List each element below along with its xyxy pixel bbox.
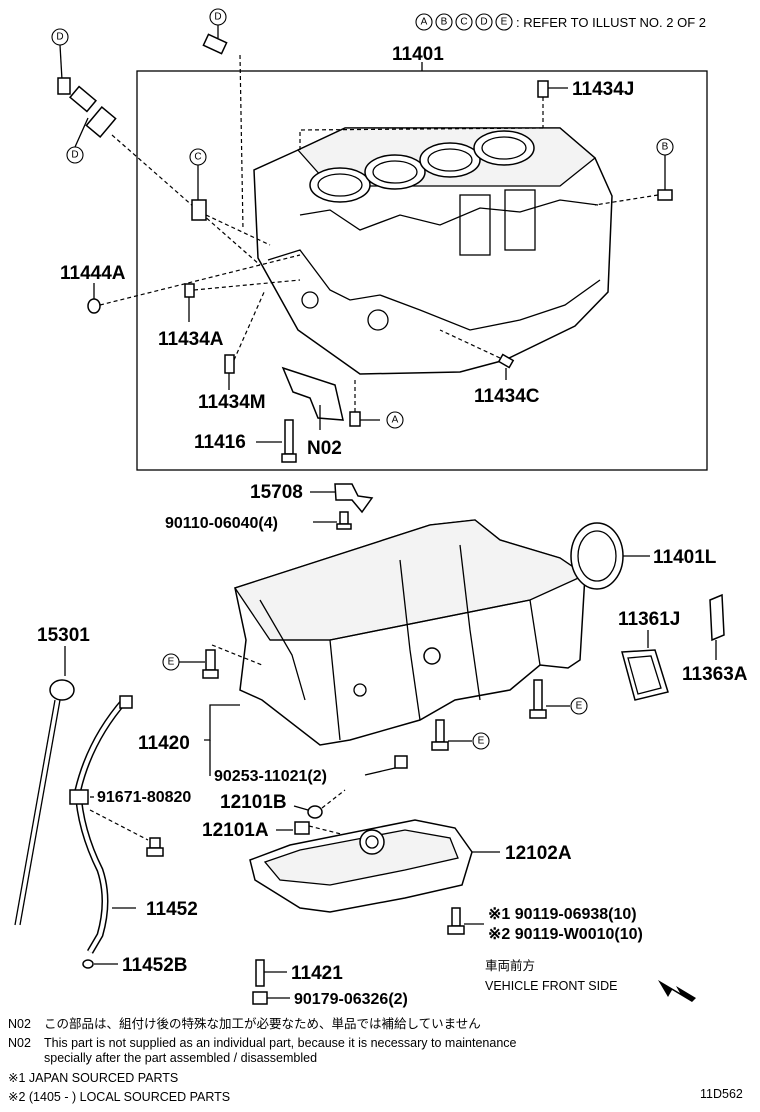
svg-text:この部品は、組付け後の特殊な加工が必要なため、単品では補給し: この部品は、組付け後の特殊な加工が必要なため、単品では補給していません <box>44 1016 481 1031</box>
svg-text:A: A <box>392 415 399 426</box>
pin-11434M: 11434M <box>198 289 266 413</box>
footnotes: N02 この部品は、組付け後の特殊な加工が必要なため、単品では補給していません … <box>8 1016 743 1104</box>
crankcase-11420 <box>233 519 587 746</box>
label-15301: 15301 <box>37 625 90 646</box>
cover-11361J: 11361J <box>618 609 680 701</box>
label-11434M: 11434M <box>198 392 266 413</box>
pin-b: B <box>594 138 674 206</box>
label-12101A: 12101A <box>202 820 269 841</box>
pin-11434J: 11434J <box>299 79 634 150</box>
plug-90253: 90253-11021(2) <box>214 755 408 785</box>
svg-text:D: D <box>214 12 221 23</box>
direction-en: VEHICLE FRONT SIDE <box>485 979 617 993</box>
label-11434A: 11434A <box>158 329 224 350</box>
sender-assy: D D <box>51 28 261 266</box>
label-11363A: 11363A <box>682 664 748 685</box>
drawing-id: 11D562 <box>700 1087 743 1101</box>
label-11444A: 11444A <box>60 263 126 284</box>
label-15708: 15708 <box>250 482 303 503</box>
refer-note-text: : REFER TO ILLUST NO. 2 OF 2 <box>516 15 706 30</box>
label-11401: 11401 <box>392 44 444 65</box>
svg-text:E: E <box>168 657 175 668</box>
pin-11434A: 11434A <box>158 279 301 350</box>
cylinder-block <box>253 127 613 375</box>
bolt-91671: 91671-80820 <box>89 789 191 857</box>
o-ring-11452B: 11452B <box>82 955 188 976</box>
front-arrow-icon <box>658 980 696 1002</box>
label-11434J: 11434J <box>572 79 634 100</box>
label-11361J: 11361J <box>618 609 680 630</box>
label-90119-a: ※1 90119-06938(10) <box>488 906 637 923</box>
gasket-11363A: 11363A <box>682 593 748 685</box>
svg-text:D: D <box>71 150 78 161</box>
svg-text:C: C <box>460 17 467 28</box>
svg-text:※2 (1405 - ) LOCAL SOURCE: ※2 (1405 - ) LOCAL SOURCED PARTS <box>8 1090 230 1104</box>
svg-text:※1 JAPAN SOURCED PARTS: ※1 JAPAN SOURCED PARTS <box>8 1071 178 1085</box>
svg-text:specially after the part assem: specially after the part assembled / dis… <box>44 1051 317 1065</box>
pin-11434C: 11434C <box>439 329 540 407</box>
svg-text:N02: N02 <box>8 1036 31 1050</box>
label-11452: 11452 <box>146 899 198 920</box>
dipstick-15301: 15301 <box>14 625 90 926</box>
label-11452B: 11452B <box>122 955 188 976</box>
oil-pan-12102A: 12102A <box>249 819 572 913</box>
label-12102A: 12102A <box>505 843 572 864</box>
bolt-e-center: E <box>431 719 490 751</box>
svg-text:B: B <box>662 142 669 153</box>
oil-level-gauge-guide-top: D <box>202 8 244 231</box>
label-90110: 90110-06040(4) <box>165 515 278 532</box>
header-refer-note: A B C D E : REFER TO ILLUST NO. 2 OF 2 <box>415 13 706 31</box>
bolt-90110: 90110-06040(4) <box>165 511 352 532</box>
oil-jet-15708: 15708 <box>250 482 374 514</box>
direction-jp: 車両前方 <box>485 958 535 973</box>
label-90179: 90179-06326(2) <box>294 991 408 1008</box>
svg-text:C: C <box>194 152 201 163</box>
label-n02: N02 <box>307 438 342 459</box>
label-11401L: 11401L <box>653 547 717 568</box>
bolt-e-left: E <box>162 644 263 679</box>
label-12101B: 12101B <box>220 792 287 813</box>
label-90253: 90253-11021(2) <box>214 768 327 785</box>
svg-text:A: A <box>421 17 428 28</box>
svg-text:E: E <box>501 17 508 28</box>
label-90119-b: ※2 90119-W0010(10) <box>488 926 643 943</box>
svg-text:N02: N02 <box>8 1017 31 1031</box>
gasket-12101B: 12101B <box>220 789 346 819</box>
bolt-11416: 11416 <box>194 419 297 463</box>
svg-text:E: E <box>478 736 485 747</box>
svg-text:E: E <box>576 701 583 712</box>
svg-text:B: B <box>441 17 448 28</box>
label-11421: 11421 <box>291 963 343 984</box>
bolt-e-right: E <box>529 679 588 719</box>
dipstick-guide-11452: 11452 <box>69 695 198 954</box>
label-11420: 11420 <box>138 733 190 754</box>
bearing-cap-n02: N02 A <box>281 366 404 459</box>
drain-plug-12101A: 12101A <box>202 820 346 841</box>
label-11434C: 11434C <box>474 386 540 407</box>
vehicle-front-indicator: 車両前方 VEHICLE FRONT SIDE <box>485 958 696 1002</box>
oil-seal-11401L: 11401L <box>570 522 717 590</box>
svg-text:D: D <box>56 32 63 43</box>
svg-text:This part is not supplied as a: This part is not supplied as an individu… <box>44 1036 517 1050</box>
nut-90179: 90179-06326(2) <box>252 991 408 1008</box>
plug-c: C <box>189 148 271 246</box>
label-11416: 11416 <box>194 432 246 453</box>
o-ring-11444A: 11444A <box>60 254 301 314</box>
svg-text:D: D <box>480 17 487 28</box>
bolt-90119: ※1 90119-06938(10) ※2 90119-W0010(10) <box>447 906 643 943</box>
stud-11421: 11421 <box>255 959 343 987</box>
label-91671: 91671-80820 <box>97 789 191 806</box>
